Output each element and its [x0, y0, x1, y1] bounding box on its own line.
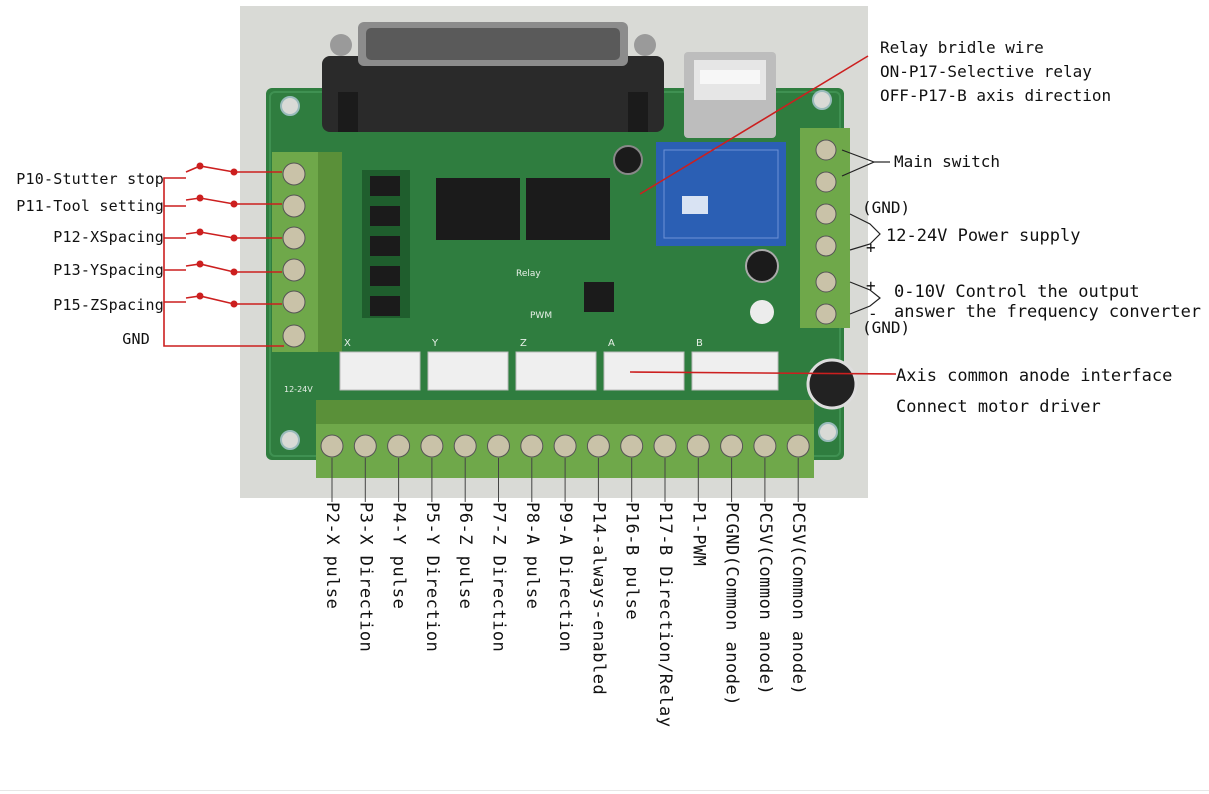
bottom-label-6: P7-Z Direction	[488, 502, 509, 653]
mounting-hole	[280, 430, 300, 450]
usb-port	[684, 52, 776, 138]
silk-pwm: PWM	[530, 311, 552, 321]
bottom-screw	[320, 434, 344, 458]
silk-z: Z	[520, 338, 527, 349]
bottom-label-7: P8-A pulse	[521, 502, 542, 610]
main-switch-bracket	[841, 149, 876, 177]
bottom-screw	[553, 434, 577, 458]
label-p10-stutter-stop: P10-Stutter stop	[16, 170, 164, 188]
relay	[656, 142, 786, 246]
capacitors	[613, 145, 858, 410]
leader-p15	[185, 295, 282, 305]
silk-y: Y	[431, 338, 439, 349]
bottom-screw	[753, 434, 777, 458]
label-axis-interface: Axis common anode interface	[896, 366, 1173, 386]
bottom-label-8: P9-A Direction	[555, 502, 576, 653]
silk-x: X	[344, 338, 351, 349]
bottom-screw	[353, 434, 377, 458]
bottom-label-3: P4-Y pulse	[388, 502, 409, 610]
bottom-label-13: PCGND(Common anode)	[721, 502, 742, 706]
label-relay-on: ON-P17-Selective relay	[880, 62, 1092, 81]
label-power-supply: 12-24V Power supply	[886, 226, 1081, 246]
ic-chips	[362, 170, 614, 318]
label-control-line2: answer the frequency converter	[894, 302, 1202, 322]
leader-p12	[185, 231, 282, 239]
right-terminal-block	[800, 128, 850, 328]
silk-volt: 12-24V	[284, 385, 313, 394]
label-plus-1: +	[866, 238, 876, 257]
bottom-divider	[0, 790, 1209, 791]
bottom-label-10: P16-B pulse	[621, 502, 642, 621]
bottom-screw	[453, 434, 477, 458]
label-connect-driver: Connect motor driver	[896, 397, 1101, 417]
bottom-screw	[720, 434, 744, 458]
bottom-label-4: P5-Y Direction	[421, 502, 442, 653]
leader-p11	[185, 197, 282, 205]
leader-p10	[185, 165, 282, 173]
label-gnd-top: (GND)	[862, 198, 911, 217]
bottom-label-1: P2-X pulse	[322, 502, 342, 610]
bottom-screw	[686, 434, 710, 458]
left-terminal-block	[272, 152, 342, 352]
bottom-screw	[786, 434, 810, 458]
label-p15-zspacing: P15-ZSpacing	[53, 296, 164, 314]
silk-a: A	[608, 338, 615, 349]
label-relay-title: Relay bridle wire	[880, 38, 1044, 57]
control-brace	[849, 281, 881, 315]
bottom-screw	[420, 434, 444, 458]
bottom-label-11: P17-B Direction/Relay	[655, 502, 675, 728]
bottom-label-14: PC5V(Common anode)	[754, 502, 775, 696]
leader-relay	[639, 55, 869, 195]
label-main-switch: Main switch	[894, 152, 1000, 171]
left-bracket-line	[163, 177, 186, 347]
label-gnd-bottom: (GND)	[862, 318, 911, 337]
label-p13-yspacing: P13-YSpacing	[53, 261, 164, 279]
bottom-label-2: P3-X Direction	[355, 502, 376, 653]
label-p12-xspacing: P12-XSpacing	[53, 228, 164, 246]
label-minus: -	[868, 304, 878, 323]
mounting-hole	[812, 90, 832, 110]
bottom-screw	[520, 434, 544, 458]
db25-connector	[322, 22, 664, 132]
silk-relay: Relay	[516, 269, 541, 279]
axis-headers	[339, 351, 779, 391]
bottom-label-5: P6-Z pulse	[455, 502, 476, 610]
bottom-screw	[487, 434, 510, 458]
label-plus-2: +	[866, 276, 876, 295]
mounting-hole	[818, 422, 838, 442]
bottom-label-15: PC5V(Common anode)	[788, 502, 809, 696]
power-brace	[849, 213, 881, 251]
mounting-hole	[280, 96, 300, 116]
bottom-screw	[586, 434, 610, 458]
bottom-label-12: P1-PWM	[688, 502, 709, 567]
bottom-screw	[387, 434, 411, 458]
bottom-terminal-screws	[320, 434, 810, 458]
silk-b: B	[696, 338, 703, 349]
leader-axis	[629, 371, 897, 375]
label-p11-tool-setting: P11-Tool setting	[16, 197, 164, 215]
bottom-screw	[653, 434, 677, 458]
bottom-screw	[620, 434, 644, 458]
leader-dots	[196, 162, 238, 308]
label-relay-off: OFF-P17-B axis direction	[880, 86, 1112, 105]
bottom-label-9: P14-always-enabled	[588, 502, 609, 696]
label-gnd: GND	[122, 330, 150, 348]
leader-p13	[185, 263, 282, 273]
label-control-line1: 0-10V Control the output	[894, 282, 1140, 302]
